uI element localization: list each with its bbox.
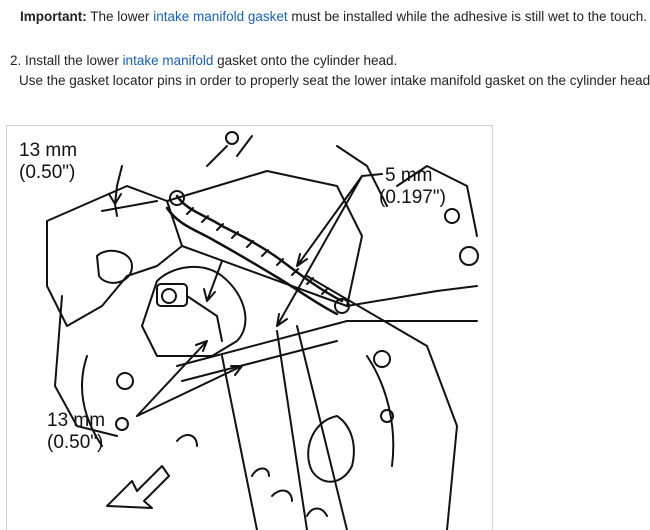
step-detail: Use the gasket locator pins in order to …	[19, 73, 650, 88]
dim-top-left-in: (0.50")	[19, 162, 75, 183]
step-line: 2. Install the lower intake manifold gas…	[10, 51, 650, 71]
gasket-installation-figure: 13 mm (0.50") 5 mm (0.197") 13 mm (0.50"…	[6, 125, 493, 530]
dim-bottom-left-in: (0.50")	[47, 432, 103, 453]
note-text-after: must be installed while the adhesive is …	[287, 9, 648, 24]
step-2: 2. Install the lower intake manifold gas…	[10, 51, 650, 91]
dim-top-left-mm: 13 mm	[19, 140, 77, 161]
step-number: 2.	[10, 53, 22, 68]
intake-manifold-link[interactable]: intake manifold	[122, 53, 214, 68]
dim-right-in: (0.197")	[379, 187, 446, 208]
important-note: Important: The lower intake manifold gas…	[20, 9, 647, 24]
step-text-before: Install the lower	[21, 53, 123, 68]
intake-manifold-gasket-link[interactable]: intake manifold gasket	[153, 9, 288, 24]
dim-right-mm: 5 mm	[385, 165, 433, 186]
dim-bottom-left-mm: 13 mm	[47, 410, 105, 431]
dimension-labels: 13 mm (0.50") 5 mm (0.197") 13 mm (0.50"…	[19, 140, 446, 453]
important-label: Important:	[20, 9, 87, 24]
engine-line-drawing	[46, 131, 479, 530]
note-text-before: The lower	[86, 9, 154, 24]
step-text-after: gasket onto the cylinder head.	[213, 53, 398, 68]
